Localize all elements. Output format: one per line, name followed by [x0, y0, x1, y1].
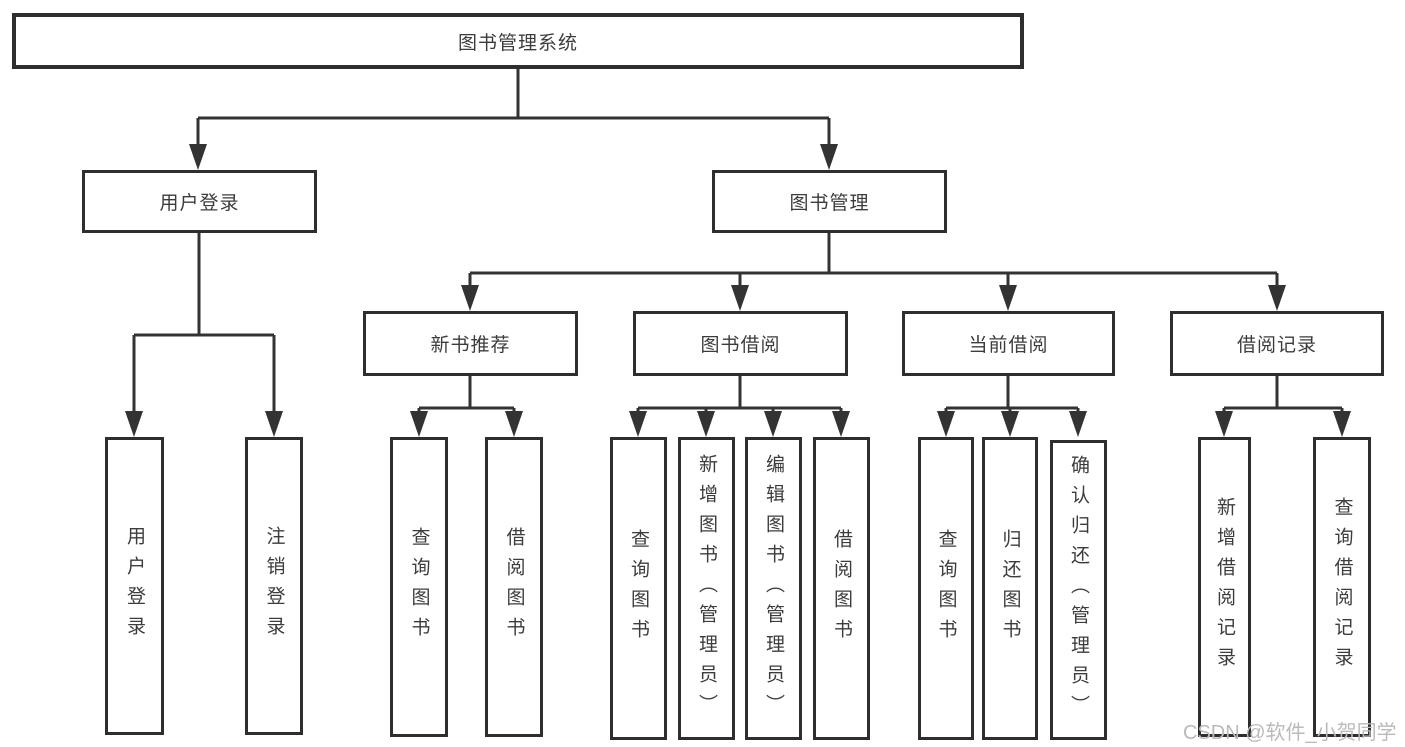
node-label: 图书借阅: [700, 335, 781, 356]
node-label: 新书推荐: [430, 335, 511, 356]
node-user-login: 用户登录: [82, 170, 317, 233]
node-borrowing-records: 借阅记录: [1170, 311, 1384, 376]
node-library-management-system: 图书管理系统: [12, 13, 1024, 69]
leaf-add-books-admin: 新增图书（管理员）: [678, 437, 735, 740]
leaf-borrow-books-recommend: 借阅图书: [485, 437, 543, 737]
node-label: 借阅图书: [831, 528, 852, 649]
node-label: 查询图书: [408, 527, 430, 647]
node-label: 新增图书（管理员）: [696, 453, 717, 724]
node-label: 新增借阅记录: [1214, 497, 1235, 677]
leaf-borrow-books: 借阅图书: [813, 437, 870, 740]
node-new-book-recommendation: 新书推荐: [363, 311, 578, 376]
node-label: 编辑图书（管理员）: [763, 453, 784, 724]
node-book-management: 图书管理: [712, 170, 947, 233]
leaf-query-borrow-record: 查询借阅记录: [1313, 437, 1371, 737]
watermark: CSDN @软件_小贺同学: [1183, 722, 1397, 744]
node-label: 查询图书: [628, 528, 649, 649]
node-label: 用户登录: [124, 526, 145, 646]
leaf-add-borrow-record: 新增借阅记录: [1198, 437, 1251, 737]
leaf-query-books-recommend: 查询图书: [390, 437, 448, 737]
node-label: 图书管理系统: [457, 32, 578, 54]
leaf-logout: 注销登录: [245, 437, 303, 735]
node-label: 图书管理: [789, 193, 870, 214]
node-label: 归还图书: [999, 528, 1021, 649]
node-book-borrowing: 图书借阅: [633, 311, 848, 376]
node-label: 查询借阅记录: [1331, 497, 1353, 677]
node-label: 确认归还（管理员）: [1068, 455, 1089, 725]
node-label: 借阅记录: [1236, 335, 1317, 356]
node-label: 当前借阅: [968, 335, 1049, 356]
node-label: 查询图书: [935, 528, 957, 649]
leaf-return-books: 归还图书: [982, 437, 1038, 740]
node-current-borrowing: 当前借阅: [902, 311, 1115, 376]
node-label: 注销登录: [263, 526, 285, 646]
leaf-edit-books-admin: 编辑图书（管理员）: [745, 437, 802, 740]
leaf-user-login: 用户登录: [105, 437, 164, 735]
node-label: 用户登录: [159, 193, 240, 214]
leaf-query-books-borrow: 查询图书: [610, 437, 667, 740]
leaf-confirm-return-admin: 确认归还（管理员）: [1050, 440, 1107, 740]
node-label: 借阅图书: [503, 527, 525, 647]
leaf-query-books-current: 查询图书: [918, 437, 974, 740]
